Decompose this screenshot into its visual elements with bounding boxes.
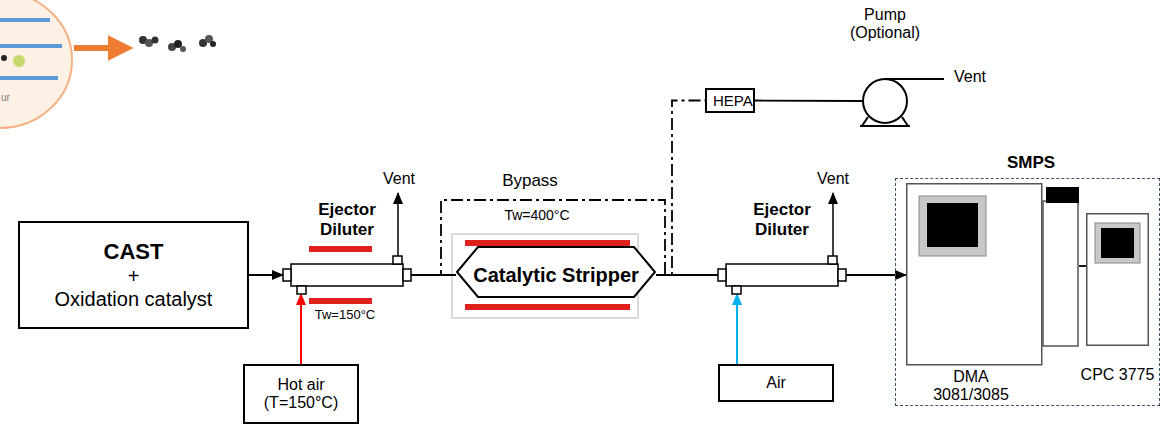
- pump-symbol: Pump (Optional): [862, 78, 908, 124]
- cpc-instrument-outline: [1086, 213, 1149, 346]
- ejector-diluter-outline: [718, 256, 846, 294]
- vent-label: Vent: [379, 170, 419, 188]
- flow-line: [249, 274, 283, 276]
- node-text: HEPA: [707, 92, 753, 109]
- flow-line: [755, 100, 862, 102]
- cut-label: ur: [1, 92, 15, 104]
- node-text: CAST: [98, 239, 170, 264]
- node-text: Ejector Diluter: [303, 200, 391, 239]
- dma-instrument-outline: [906, 183, 1079, 366]
- bypass-line: [656, 101, 705, 276]
- text-holder: Air: [720, 366, 832, 400]
- ejector-diluter: Ejector Diluter: [718, 256, 846, 294]
- hepa-filter: HEPA: [705, 88, 755, 113]
- cpc-instrument: CPC 3775: [1086, 213, 1149, 346]
- node-text: Hot air (T=150°C): [245, 376, 357, 413]
- node-text: Oxidation catalyst: [49, 288, 219, 311]
- text-holder: HEPA: [707, 90, 753, 111]
- flow-line: [300, 294, 302, 364]
- ejector-diluter: Ejector DiluterTw=150°C: [283, 256, 411, 294]
- node-text: SMPS: [981, 153, 1081, 173]
- vent-label: Vent: [813, 170, 853, 188]
- vent-arrows: [398, 79, 944, 256]
- input-box: Hot air (T=150°C): [243, 364, 359, 424]
- node-text: Ejector Diluter: [738, 200, 826, 239]
- catalytic-stripper: Tw=400°CCatalytic Stripper: [456, 246, 656, 304]
- text-holder: Hot air (T=150°C): [245, 366, 357, 422]
- node-text: Catalytic Stripper: [467, 264, 645, 287]
- flow-line: [846, 274, 906, 276]
- text-holder: Catalytic Stripper: [456, 246, 656, 304]
- instrument-group: SMPSDMA 3081/3085CPC 3775: [895, 178, 1160, 406]
- vent-label: Vent: [948, 68, 992, 86]
- ejector-diluter-outline: [283, 256, 411, 294]
- source-box: CAST+Oxidation catalyst: [18, 221, 249, 329]
- pump-symbol-outline: [862, 78, 908, 124]
- node-text: Tw=400°C: [492, 207, 582, 223]
- node-text: DMA 3081/3085: [921, 368, 1021, 405]
- node-text: Tw=150°C: [305, 308, 385, 323]
- text-holder: CAST+Oxidation catalyst: [20, 223, 247, 327]
- dma-instrument: DMA 3081/3085: [906, 183, 1079, 366]
- node-text: Pump (Optional): [830, 6, 940, 43]
- edge-label: Bypass: [493, 171, 567, 191]
- flow-line: [736, 294, 738, 364]
- input-box: Air: [718, 364, 834, 402]
- node-text: +: [122, 265, 146, 288]
- node-text: Air: [760, 374, 792, 392]
- flame-illustration: [0, 0, 216, 128]
- flow-line: [1079, 265, 1086, 267]
- node-text: CPC 3775: [1072, 366, 1163, 384]
